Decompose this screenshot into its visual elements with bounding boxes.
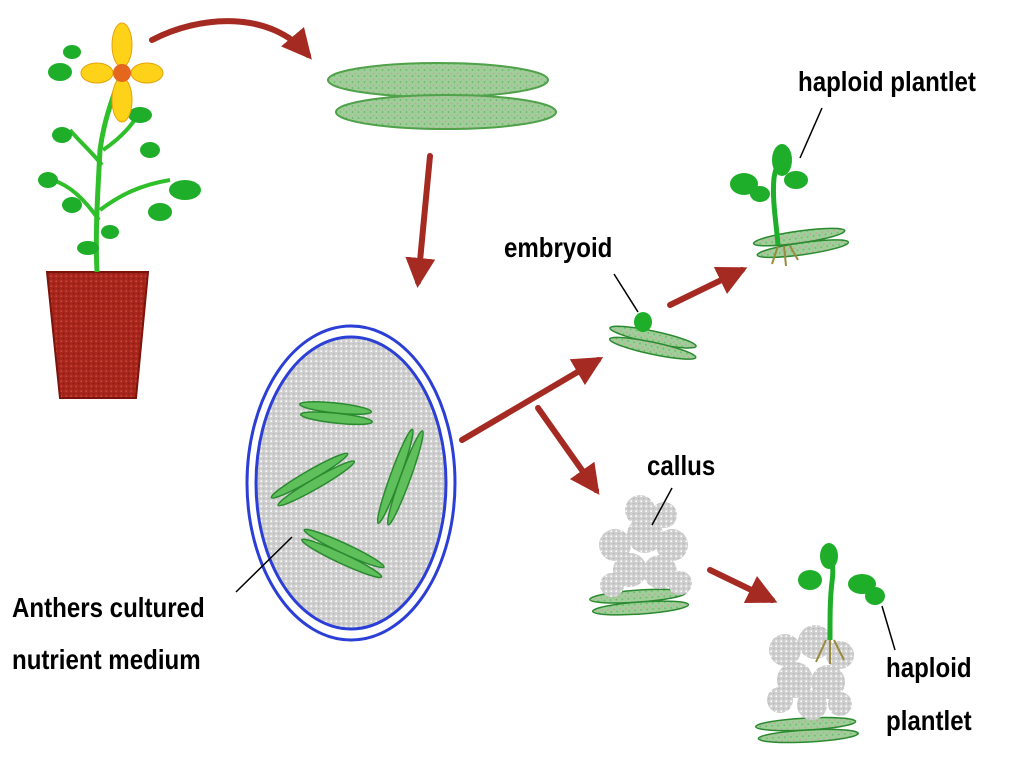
leaf [38, 172, 58, 188]
embryoid-bud [634, 312, 652, 332]
leaf [750, 186, 770, 202]
potted-plant [38, 22, 201, 399]
cultured-anthers [270, 401, 424, 579]
label-anthers-line1: Anthers cultured [12, 592, 205, 623]
embryoid-stage [608, 312, 697, 360]
label-anthers-line2: nutrient medium [12, 644, 201, 675]
leaf [52, 127, 72, 143]
label-haploid-bottom-line1: haploid [886, 652, 972, 683]
arrow-plant-to-anthers [149, 18, 312, 60]
label-embryoid: embryoid [504, 232, 613, 263]
flower [80, 22, 164, 123]
label-callus: callus [647, 450, 716, 481]
anther [327, 62, 549, 98]
haploid-plantlet-bottom [755, 543, 885, 744]
plant-pot [45, 271, 150, 399]
leaf [140, 142, 160, 158]
process-arrows [149, 18, 778, 604]
plantlet-roots [815, 639, 845, 664]
leaf [77, 241, 99, 255]
petri-dish [245, 324, 457, 642]
leader-lines [235, 107, 896, 651]
callus-mass [767, 625, 854, 720]
callus-mass [599, 495, 692, 597]
dish-outer-ring [245, 324, 457, 642]
leaf [128, 107, 152, 123]
arrow-anthers-to-dish [405, 153, 436, 288]
leader-callus [651, 487, 673, 526]
leader-haploid-bottom [881, 605, 896, 651]
leaf [62, 197, 82, 213]
nutrient-medium [254, 335, 448, 631]
leaf [730, 173, 758, 195]
callus-stage [589, 495, 692, 616]
arrow-dish-to-embryoid [459, 356, 604, 443]
leader-anthers [235, 536, 293, 593]
leaf [63, 45, 81, 59]
leaf [772, 144, 792, 176]
arrow-embryoid-to-plantlet [667, 267, 748, 308]
leader-haploid-top [799, 107, 823, 159]
leaf [798, 570, 822, 590]
plant-branch [101, 116, 138, 152]
leaf [148, 203, 172, 221]
leaf [101, 225, 119, 239]
label-haploid-plantlet-top: haploid plantlet [798, 66, 976, 97]
haploid-plantlet-top [730, 144, 850, 267]
plantlet-roots [771, 245, 799, 267]
anther [335, 94, 557, 130]
leader-embryoid [613, 273, 639, 313]
leaf [865, 587, 885, 605]
leaf [169, 180, 201, 200]
anther-pair-top [327, 62, 557, 130]
arrow-callus-to-plantlet [707, 567, 778, 604]
plant-branch [68, 128, 104, 167]
leaf [820, 543, 838, 569]
leaf [784, 171, 808, 189]
leaf [48, 63, 72, 81]
arrow-dish-to-callus [535, 405, 600, 495]
label-haploid-bottom-line2: plantlet [886, 705, 972, 736]
plant-branch [98, 178, 171, 212]
